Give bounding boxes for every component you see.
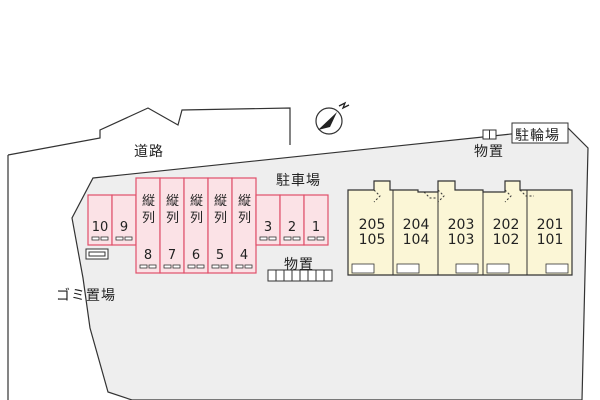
road-label: 道路 — [134, 144, 164, 160]
storage-top-icon — [482, 129, 497, 140]
tandem-spot-6 — [183, 177, 209, 274]
parking-label: 駐車場 — [276, 173, 321, 189]
storage-top-label: 物置 — [474, 144, 504, 160]
unit-lower-number: 104 — [402, 232, 430, 248]
bike-parking-label: 駐輪場 — [515, 128, 560, 144]
storage-bottom-label: 物置 — [284, 257, 314, 273]
unit-upper-number: 204 — [402, 217, 430, 233]
tandem-spot-8 — [135, 177, 161, 274]
tandem-label: 縦列 — [142, 194, 156, 226]
garbage-label: ゴミ置場 — [56, 288, 116, 304]
bike-parking-box — [511, 122, 569, 144]
unit-upper-number: 205 — [358, 217, 386, 233]
tandem-spot-7 — [159, 177, 185, 274]
unit-lower-number: 102 — [492, 232, 520, 248]
tandem-label: 縦列 — [238, 194, 252, 226]
tandem-label: 縦列 — [214, 194, 228, 226]
tandem-number: 4 — [239, 248, 249, 263]
unit-lower-number: 101 — [536, 232, 564, 248]
tandem-spot-5 — [207, 177, 233, 274]
unit-upper-number: 203 — [447, 217, 475, 233]
unit-upper-number: 201 — [536, 217, 564, 233]
parking-number: 1 — [311, 220, 321, 235]
parking-spot-1 — [303, 194, 329, 246]
tandem-number: 7 — [167, 248, 177, 263]
storage-bottom-icon — [267, 269, 333, 282]
tandem-number: 8 — [143, 248, 153, 263]
tandem-number: 6 — [191, 248, 201, 263]
tandem-number: 5 — [215, 248, 225, 263]
unit-upper-number: 202 — [492, 217, 520, 233]
parking-number: 10 — [91, 220, 109, 235]
parking-number: 9 — [119, 220, 129, 235]
tandem-label: 縦列 — [166, 194, 180, 226]
north-arrow — [315, 101, 350, 135]
apartment-building — [347, 180, 573, 276]
north-label: N — [343, 111, 344, 112]
parking-number: 2 — [287, 220, 297, 235]
unit-lower-number: 103 — [447, 232, 475, 248]
parking-number: 3 — [263, 220, 273, 235]
road-edge-line — [7, 107, 291, 156]
garbage-area-icon — [85, 248, 109, 260]
wheel-stops — [91, 236, 325, 269]
unit-lower-number: 105 — [358, 232, 386, 248]
tandem-label: 縦列 — [190, 194, 204, 226]
